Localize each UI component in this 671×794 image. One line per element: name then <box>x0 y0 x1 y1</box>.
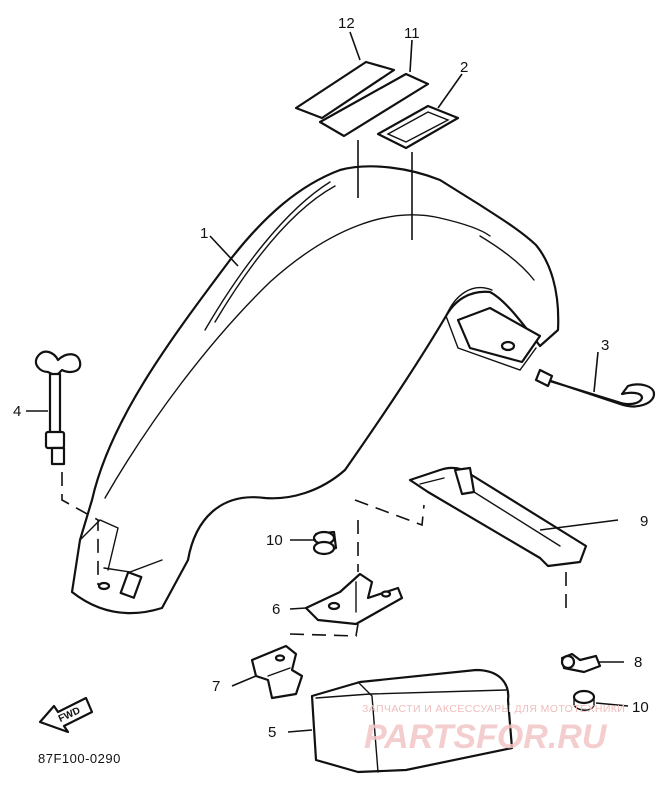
grommet-10 <box>312 530 338 556</box>
label-part-4: 4 <box>13 403 21 420</box>
watermark-tagline: ЗАПЧАСТИ И АКСЕССУАРЫ ДЛЯ МОТОТЕХНИКИ <box>362 703 625 715</box>
hook-3 <box>534 368 656 408</box>
label-part-10-upper: 10 <box>266 532 283 549</box>
decal-11 <box>318 72 430 138</box>
rear-fender <box>70 165 560 615</box>
label-part-9: 9 <box>640 513 648 530</box>
pad-2 <box>376 104 460 150</box>
wing-bolt-4 <box>34 350 99 585</box>
label-part-5: 5 <box>268 724 276 741</box>
bracket-6 <box>304 572 404 626</box>
label-part-1: 1 <box>200 225 208 242</box>
label-part-2: 2 <box>460 59 468 76</box>
label-part-12: 12 <box>338 15 355 32</box>
screw-8 <box>560 652 602 674</box>
fwd-arrow-icon: FWD <box>38 696 94 734</box>
decal-12 <box>294 60 396 120</box>
label-part-7: 7 <box>212 678 220 695</box>
label-part-11: 11 <box>404 25 420 42</box>
watermark-brand: PARTSFOR.RU <box>364 718 608 756</box>
grommet-10-lower <box>572 689 596 711</box>
label-part-6: 6 <box>272 601 280 618</box>
drawing-code: 87F100-0290 <box>38 751 121 766</box>
strap-9 <box>408 466 588 610</box>
tool-bag-5 <box>310 668 514 774</box>
label-part-10-lower: 10 <box>632 699 649 716</box>
clip-7 <box>250 644 304 700</box>
label-part-3: 3 <box>601 337 609 354</box>
label-part-8: 8 <box>634 654 642 671</box>
